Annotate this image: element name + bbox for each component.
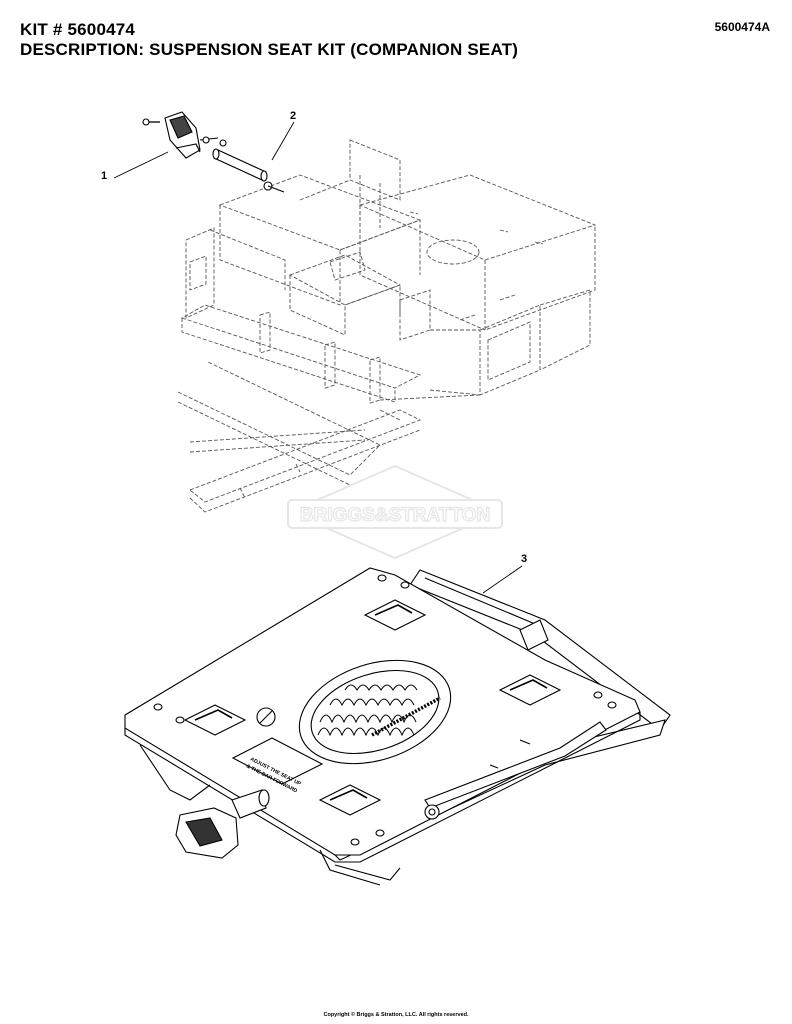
callout-leaders (113, 121, 523, 594)
torsion-spring-coils (317, 684, 418, 737)
part-3-suspension-seat: ADJUST THE SEAT UP & THE BAR FORWARD (124, 567, 671, 886)
watermark-text: BRIGGS&STRATTON (300, 505, 490, 526)
kit-number: KIT # 5600474 (20, 20, 136, 39)
callout-2: 2 (290, 110, 297, 122)
callout-3: 3 (521, 553, 528, 565)
seat-adjust-knob (175, 789, 270, 859)
part-1-knob (142, 111, 219, 159)
part-2-latch-rod (212, 139, 285, 193)
kit-description: DESCRIPTION: SUSPENSION SEAT KIT (COMPAN… (20, 40, 519, 59)
mower-frame-phantom (177, 139, 597, 513)
briggs-stratton-logo-icon: BRIGGS&STRATTON (287, 464, 503, 560)
callout-1: 1 (101, 170, 108, 182)
drawing-number: 5600474A (714, 20, 770, 34)
copyright-footer: Copyright © Briggs & Stratton, LLC. All … (323, 1012, 469, 1018)
